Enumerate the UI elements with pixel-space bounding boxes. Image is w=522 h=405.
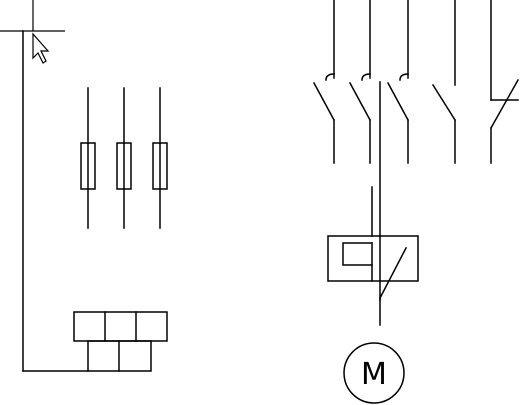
crosshair-cursor [0,0,65,32]
switch-5 [489,0,520,164]
thermal-overload-relay [327,186,419,326]
motor-label: M [361,357,387,392]
motor: M [343,342,405,404]
left-wire [22,30,89,372]
switch-3 [386,0,410,164]
fuse-group [80,87,168,229]
fuse-2 [116,87,132,229]
motor-circle [343,342,405,404]
switch-2 [348,0,372,164]
fuse-1 [80,87,96,229]
switch-4 [431,0,457,164]
arrow-pointer-icon [32,32,50,64]
terminal-block [73,311,168,372]
fuse-3 [152,87,168,229]
switch-1 [312,0,336,164]
contactor-switches [312,0,520,301]
